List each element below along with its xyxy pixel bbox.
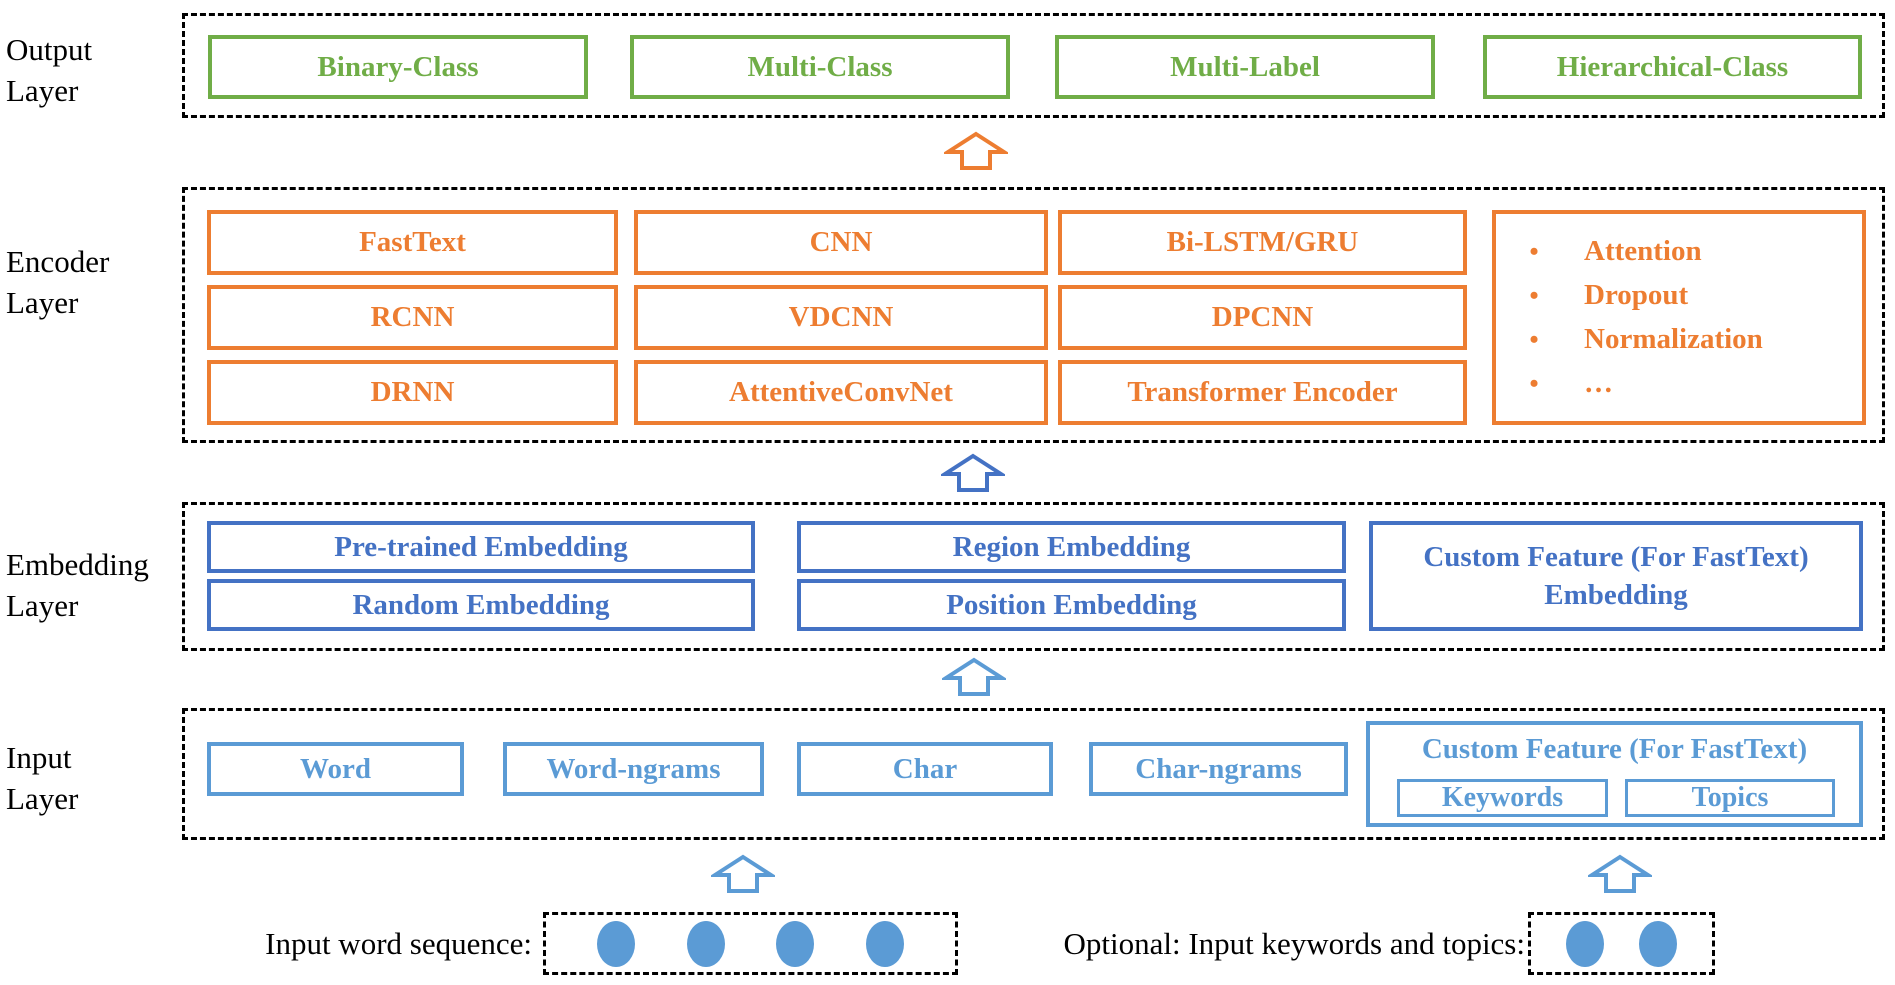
label-encoder-layer: Encoder Layer xyxy=(6,244,110,320)
input-box-word-ngrams: Word-ngrams xyxy=(503,742,764,796)
optional-keywords-topics-label: Optional: Input keywords and topics: xyxy=(1063,926,1526,961)
embedding-box-pretrained: Pre-trained Embedding xyxy=(207,521,755,573)
extra-item-label: … xyxy=(1584,367,1613,399)
input-box-char-ngrams: Char-ngrams xyxy=(1089,742,1348,796)
embedding-box-region: Region Embedding xyxy=(797,521,1346,573)
embedding-box-random: Random Embedding xyxy=(207,579,755,631)
word-sequence-dots-box xyxy=(543,912,958,975)
topic-token-dot xyxy=(1639,920,1677,967)
bullet-icon: • xyxy=(1529,280,1539,310)
extra-item-label: Dropout xyxy=(1584,279,1689,311)
input-word-sequence-label: Input word sequence: xyxy=(265,926,532,961)
input-box-keywords: Keywords xyxy=(1397,779,1608,817)
output-box-multi-label: Multi-Label xyxy=(1055,35,1435,99)
output-box-hierarchical-class: Hierarchical-Class xyxy=(1483,35,1862,99)
encoder-box-vdcnn: VDCNN xyxy=(634,285,1048,350)
output-box-multi-class: Multi-Class xyxy=(630,35,1010,99)
encoder-box-fasttext: FastText xyxy=(207,210,618,275)
embedding-box-position: Position Embedding xyxy=(797,579,1346,631)
encoder-extras-box: • Attention • Dropout • Normalization • … xyxy=(1492,210,1866,425)
extra-item-label: Attention xyxy=(1584,235,1702,267)
keyword-token-dot xyxy=(1566,920,1604,967)
custom-feature-title: Custom Feature (For FastText) xyxy=(1421,733,1808,765)
word-token-dot xyxy=(865,920,904,967)
extra-item-label: Normalization xyxy=(1584,323,1763,355)
word-token-dot xyxy=(597,920,636,967)
up-arrow-icon xyxy=(1588,854,1652,893)
input-box-topics: Topics xyxy=(1625,779,1835,817)
label-input-layer: Input Layer xyxy=(6,740,79,816)
word-token-dot xyxy=(686,920,725,967)
encoder-box-cnn: CNN xyxy=(634,210,1048,275)
input-box-word: Word xyxy=(207,742,464,796)
up-arrow-icon xyxy=(941,453,1005,492)
embedding-box-custom-feature: Custom Feature (For FastText) Embedding xyxy=(1369,521,1863,631)
input-box-char: Char xyxy=(797,742,1053,796)
encoder-box-bi-lstm-gru: Bi-LSTM/GRU xyxy=(1058,210,1467,275)
bullet-icon: • xyxy=(1529,368,1539,398)
bullet-icon: • xyxy=(1529,324,1539,354)
encoder-box-dpcnn: DPCNN xyxy=(1058,285,1467,350)
encoder-box-attentiveconvnet: AttentiveConvNet xyxy=(634,360,1048,425)
extra-item-normalization: • Normalization xyxy=(1522,323,1763,356)
output-box-binary-class: Binary-Class xyxy=(208,35,588,99)
encoder-box-transformer-encoder: Transformer Encoder xyxy=(1058,360,1467,425)
encoder-box-drnn: DRNN xyxy=(207,360,618,425)
extra-item-attention: • Attention xyxy=(1522,235,1702,268)
bullet-icon: • xyxy=(1529,236,1539,266)
label-embedding-layer: Embedding Layer xyxy=(6,547,149,623)
encoder-box-rcnn: RCNN xyxy=(207,285,618,350)
word-token-dot xyxy=(776,920,815,967)
up-arrow-icon xyxy=(944,131,1008,170)
extra-item-dropout: • Dropout xyxy=(1522,279,1688,312)
up-arrow-icon xyxy=(942,657,1006,696)
keywords-topics-dots-box xyxy=(1528,912,1715,975)
label-output-layer: Output Layer xyxy=(6,32,93,108)
extra-item-ellipsis: • … xyxy=(1522,367,1613,400)
up-arrow-icon xyxy=(711,854,775,893)
